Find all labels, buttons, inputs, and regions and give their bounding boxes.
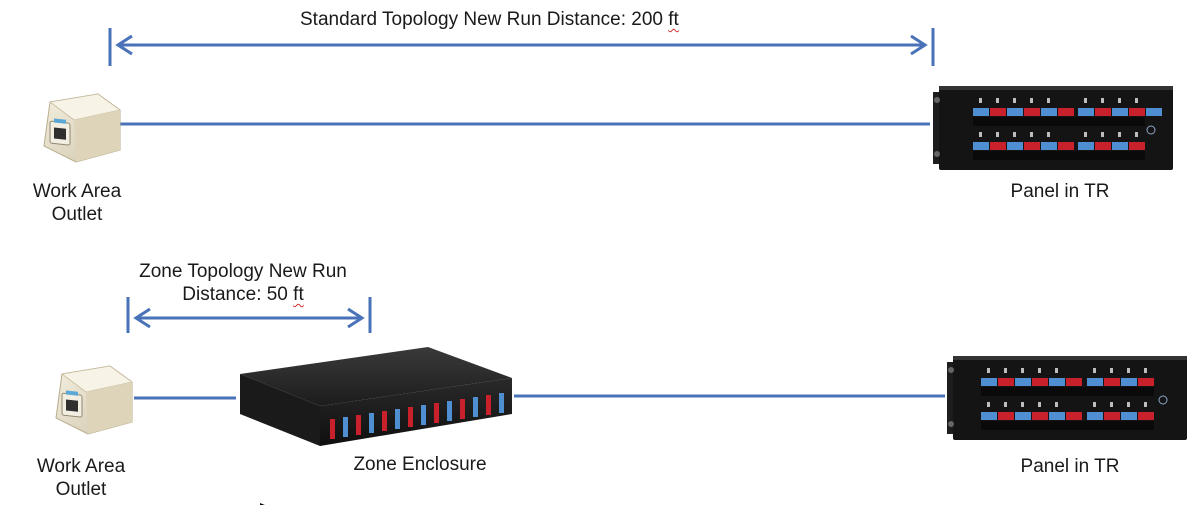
standard-panel-label-text: Panel in TR [1010, 181, 1110, 202]
zone-panel-label-text: Panel in TR [1020, 456, 1120, 477]
zone-distance-unit: ft [293, 284, 304, 305]
zone-outlet-label: Work Area Outlet [16, 455, 146, 501]
standard-distance-arrow [108, 28, 935, 66]
standard-panel-icon [933, 86, 1173, 170]
zone-outlet-label-line2: Outlet [55, 479, 107, 500]
zone-enclosure-label: Zone Enclosure [330, 453, 510, 476]
standard-outlet-label-line2: Outlet [51, 204, 103, 225]
standard-distance-label: Standard Topology New Run Distance: 200 … [300, 8, 679, 31]
zone-distance-label: Zone Topology New Run Distance: 50 ft [124, 260, 362, 306]
zone-distance-arrow [126, 297, 372, 333]
standard-distance-text: Standard Topology New Run Distance: 200 [300, 9, 663, 30]
standard-panel-label: Panel in TR [990, 180, 1130, 203]
zone-enclosure-label-text: Zone Enclosure [353, 454, 487, 475]
standard-outlet-label-line1: Work Area [32, 181, 122, 202]
standard-outlet-icon [43, 93, 121, 163]
zone-enclosure-icon [240, 347, 512, 505]
standard-distance-unit: ft [668, 9, 679, 30]
zone-panel-label: Panel in TR [1000, 455, 1140, 478]
zone-distance-line2-wrap: Distance: 50 ft [124, 283, 362, 306]
zone-panel-icon [947, 356, 1187, 440]
standard-outlet-label: Work Area Outlet [12, 180, 142, 226]
zone-outlet-label-line1: Work Area [36, 456, 126, 477]
zone-distance-line1: Zone Topology New Run [139, 261, 347, 282]
zone-distance-line2: Distance: 50 [182, 284, 288, 305]
zone-outlet-icon [55, 365, 133, 435]
